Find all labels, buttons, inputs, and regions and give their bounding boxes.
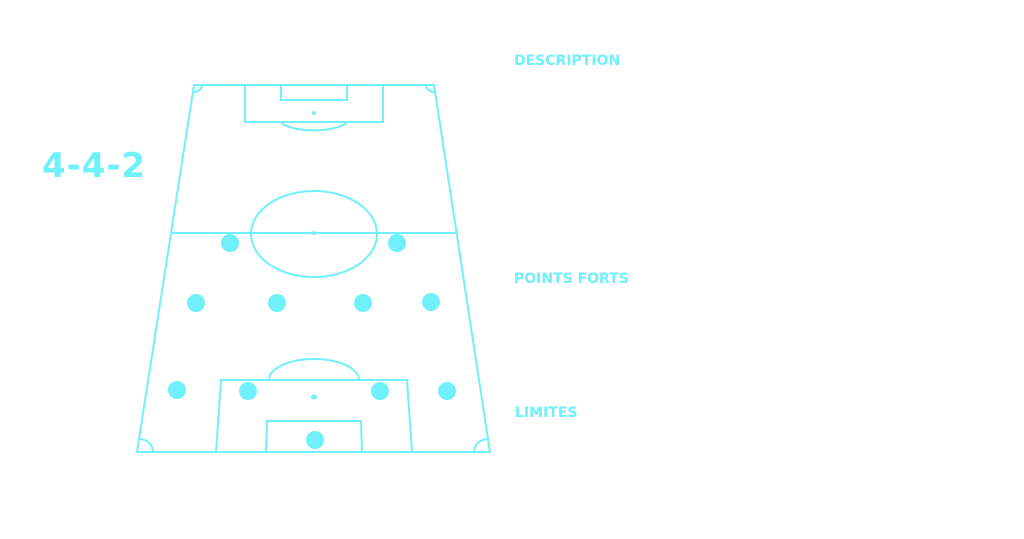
player-right-back	[438, 382, 456, 400]
bottom-goal-box	[265, 420, 363, 453]
player-left-midfielder	[187, 294, 205, 312]
player-left-back	[168, 381, 186, 399]
player-right-center-midfielder	[354, 294, 372, 312]
center-spot	[312, 231, 316, 235]
bottom-penalty-arc	[268, 358, 360, 381]
top-penalty-spot	[312, 111, 316, 115]
player-left-forward	[221, 234, 239, 252]
top-penalty-arc	[280, 121, 348, 132]
strengths-heading: POINTS FORTS	[514, 271, 629, 287]
players-layer	[168, 234, 456, 449]
description-heading: DESCRIPTION	[514, 53, 621, 69]
player-right-midfielder	[422, 293, 440, 311]
pitch-lines	[135, 84, 492, 453]
pitch-spots	[311, 111, 317, 400]
player-left-center-midfielder	[268, 294, 286, 312]
corner-arc-bottom-left	[139, 438, 155, 453]
top-penalty-box	[244, 85, 384, 123]
corner-arc-bottom-right	[473, 438, 489, 453]
bottom-penalty-spot	[311, 394, 317, 400]
pitch-outline	[135, 84, 492, 453]
bottom-penalty-box	[215, 379, 413, 453]
center-circle	[250, 190, 378, 278]
player-goalkeeper	[306, 431, 324, 449]
player-left-center-back	[239, 382, 257, 400]
top-goal-box	[280, 85, 348, 101]
limits-heading: LIMITES	[515, 405, 578, 421]
formation-title: 4-4-2	[42, 146, 147, 186]
corner-arc-top-left	[193, 84, 204, 93]
player-right-center-back	[371, 382, 389, 400]
player-right-forward	[388, 234, 406, 252]
corner-arc-top-right	[425, 84, 436, 93]
